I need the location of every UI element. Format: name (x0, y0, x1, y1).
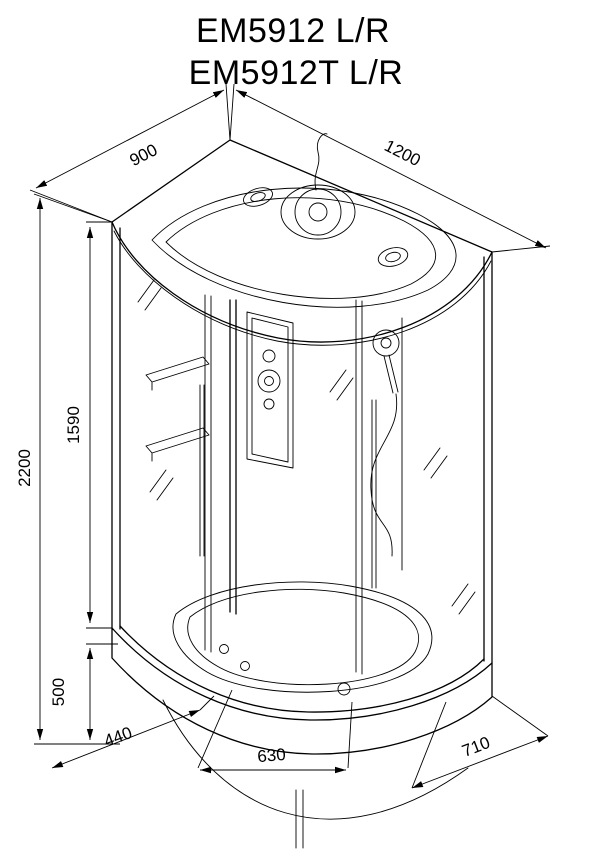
dimension-label-440: 440 (102, 723, 135, 751)
shower-cabin (111, 133, 493, 849)
dimension-front-center-section: 630 (197, 689, 353, 774)
dimension-line-440 (51, 709, 201, 769)
control-knob-main (257, 369, 281, 393)
roof-vent-left-inner (250, 192, 266, 202)
hand-shower-rail-and-hose (370, 317, 403, 571)
extension-lines-1590 (86, 221, 112, 629)
glass-hatching (137, 279, 476, 615)
model-title-line1: EM5912 L/R (196, 12, 390, 50)
control-knob-main-inner (264, 376, 274, 386)
shower-hose-top (314, 133, 328, 191)
corner-shelves (145, 356, 210, 462)
dimension-label-500: 500 (49, 678, 68, 706)
dimension-tray-height: 500 (49, 643, 118, 740)
roof-thickness-edge (113, 230, 492, 346)
door-handles (199, 384, 377, 589)
dimension-front-left-section: 440 (51, 695, 215, 769)
frame-edges (111, 221, 493, 664)
dimension-front-right-section: 710 (411, 695, 549, 789)
control-knob-top (262, 349, 276, 363)
bathtub-outline (172, 581, 433, 693)
control-panel-body (246, 311, 294, 469)
dimension-front-width: 1200 (229, 83, 551, 253)
hand-shower-head-center (380, 337, 392, 349)
extension-lines-440 (199, 695, 215, 711)
hand-shower (370, 317, 403, 571)
drawing-title: EM5912 L/R EM5912T L/R (189, 12, 404, 92)
model-title-line2: EM5912T L/R (189, 54, 404, 92)
drain-pipe (295, 789, 304, 849)
tray-footprint-arc (162, 699, 469, 820)
dimension-label-630: 630 (257, 745, 287, 766)
roof-outline (111, 139, 493, 343)
roof-vent-right (377, 247, 409, 267)
control-knob-bottom (263, 398, 275, 410)
tub-jet-1 (219, 644, 229, 654)
dimension-label-900: 900 (127, 140, 161, 170)
dimension-side-depth: 900 (29, 83, 231, 223)
roof (111, 133, 493, 346)
dimension-line-900 (35, 89, 225, 189)
base-tray (111, 581, 493, 849)
tub-jet-2 (240, 661, 250, 671)
dimension-glass-height: 1590 (64, 221, 112, 629)
control-panel (246, 311, 294, 469)
roof-recess-rim (151, 187, 457, 308)
hand-shower-head-icon (372, 329, 400, 357)
sliding-doors (199, 294, 377, 675)
shower-head-center (308, 202, 328, 222)
roof-vent-left (243, 187, 273, 207)
shower-head-icon (294, 188, 342, 236)
dimension-label-1590: 1590 (64, 406, 83, 444)
dimension-line-710 (411, 735, 549, 789)
dimension-label-1200: 1200 (381, 136, 423, 170)
shower-head-plate (280, 184, 356, 240)
dimension-label-710: 710 (459, 733, 492, 761)
roof-vent-right-inner (385, 251, 401, 263)
dimension-label-2200: 2200 (15, 449, 34, 487)
dimension-total-height: 2200 (15, 193, 120, 745)
dimension-annotations: 900 1200 2200 1590 500 440 (15, 83, 551, 789)
dimension-line-1200 (235, 89, 547, 249)
extension-lines-630 (197, 689, 353, 769)
door-frames (204, 294, 363, 675)
tray-rims (111, 625, 493, 755)
extension-lines-2200 (33, 193, 120, 745)
tub-drain (337, 682, 351, 696)
